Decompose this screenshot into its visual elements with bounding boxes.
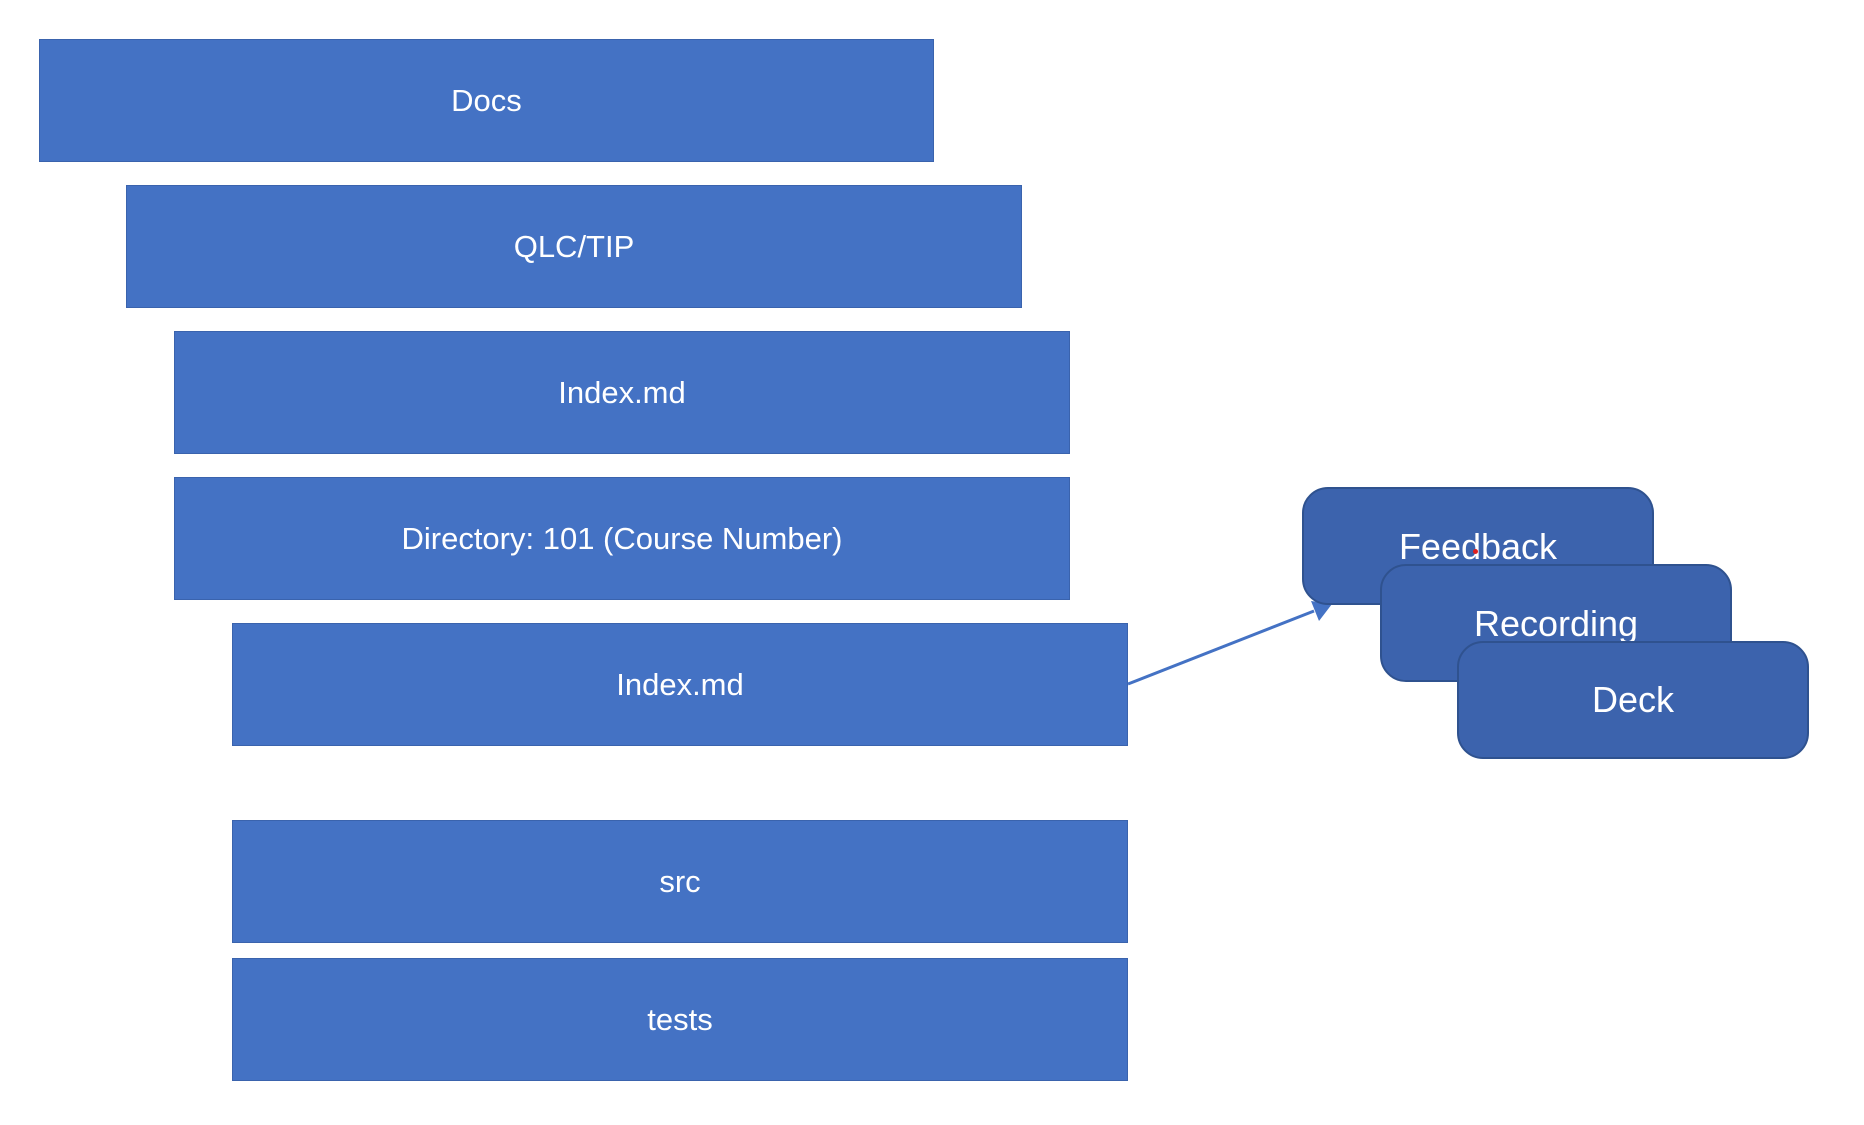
src-label: src <box>659 863 701 899</box>
deck-label: Deck <box>1591 679 1675 720</box>
recording-label: Recording <box>1473 603 1639 644</box>
directory-label: Directory: 101 (Course Number) <box>401 520 843 556</box>
docs-block: Docs <box>39 39 934 162</box>
qlc-tip-block: QLC/TIP <box>126 185 1022 308</box>
index-md-top-block: Index.md <box>174 331 1070 454</box>
red-dot-marker <box>1473 549 1478 554</box>
index-md-course-label: Index.md <box>616 666 744 702</box>
feedback-label: Feedback <box>1398 526 1558 567</box>
deck-card: Deck <box>1457 641 1809 759</box>
src-block: src <box>232 820 1128 943</box>
index-md-top-label: Index.md <box>558 374 686 410</box>
docs-label: Docs <box>451 82 522 118</box>
tests-label: tests <box>647 1001 713 1037</box>
tests-block: tests <box>232 958 1128 1081</box>
directory-block: Directory: 101 (Course Number) <box>174 477 1070 600</box>
index-md-course-block: Index.md <box>232 623 1128 746</box>
qlc-tip-label: QLC/TIP <box>513 228 635 264</box>
